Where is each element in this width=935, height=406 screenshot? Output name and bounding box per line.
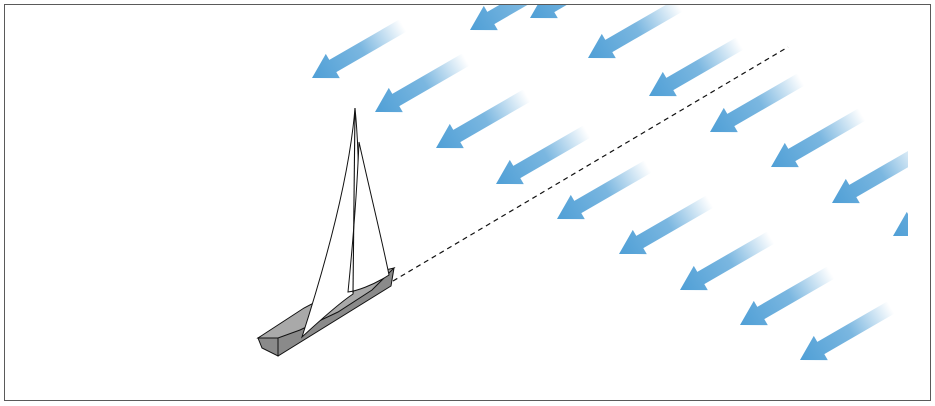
wind-arrows [312,5,908,361]
wind-arrow [312,19,407,79]
wind-arrow [832,150,908,204]
wind-arrow [649,37,744,97]
wind-arrow [680,231,775,291]
wind-arrow [800,301,895,361]
jib-sail [347,141,390,293]
wind-arrow [771,108,866,168]
wind-arrow [619,195,714,255]
dashed-heading-line [392,46,789,282]
diagram-frame [4,4,931,401]
wind-arrow [740,266,835,326]
wind-arrow [588,5,683,59]
wind-arrow [557,160,652,220]
sailboat [256,107,396,357]
wind-arrow [893,211,908,237]
mast [352,107,356,294]
wind-arrow [710,73,805,133]
wind-arrow [530,5,567,19]
wind-arrow [470,5,528,31]
wind-arrow [375,53,470,113]
wind-arrow [496,125,591,185]
hull-stern [257,337,279,357]
wind-arrow [436,89,531,149]
heading-line [392,46,789,282]
